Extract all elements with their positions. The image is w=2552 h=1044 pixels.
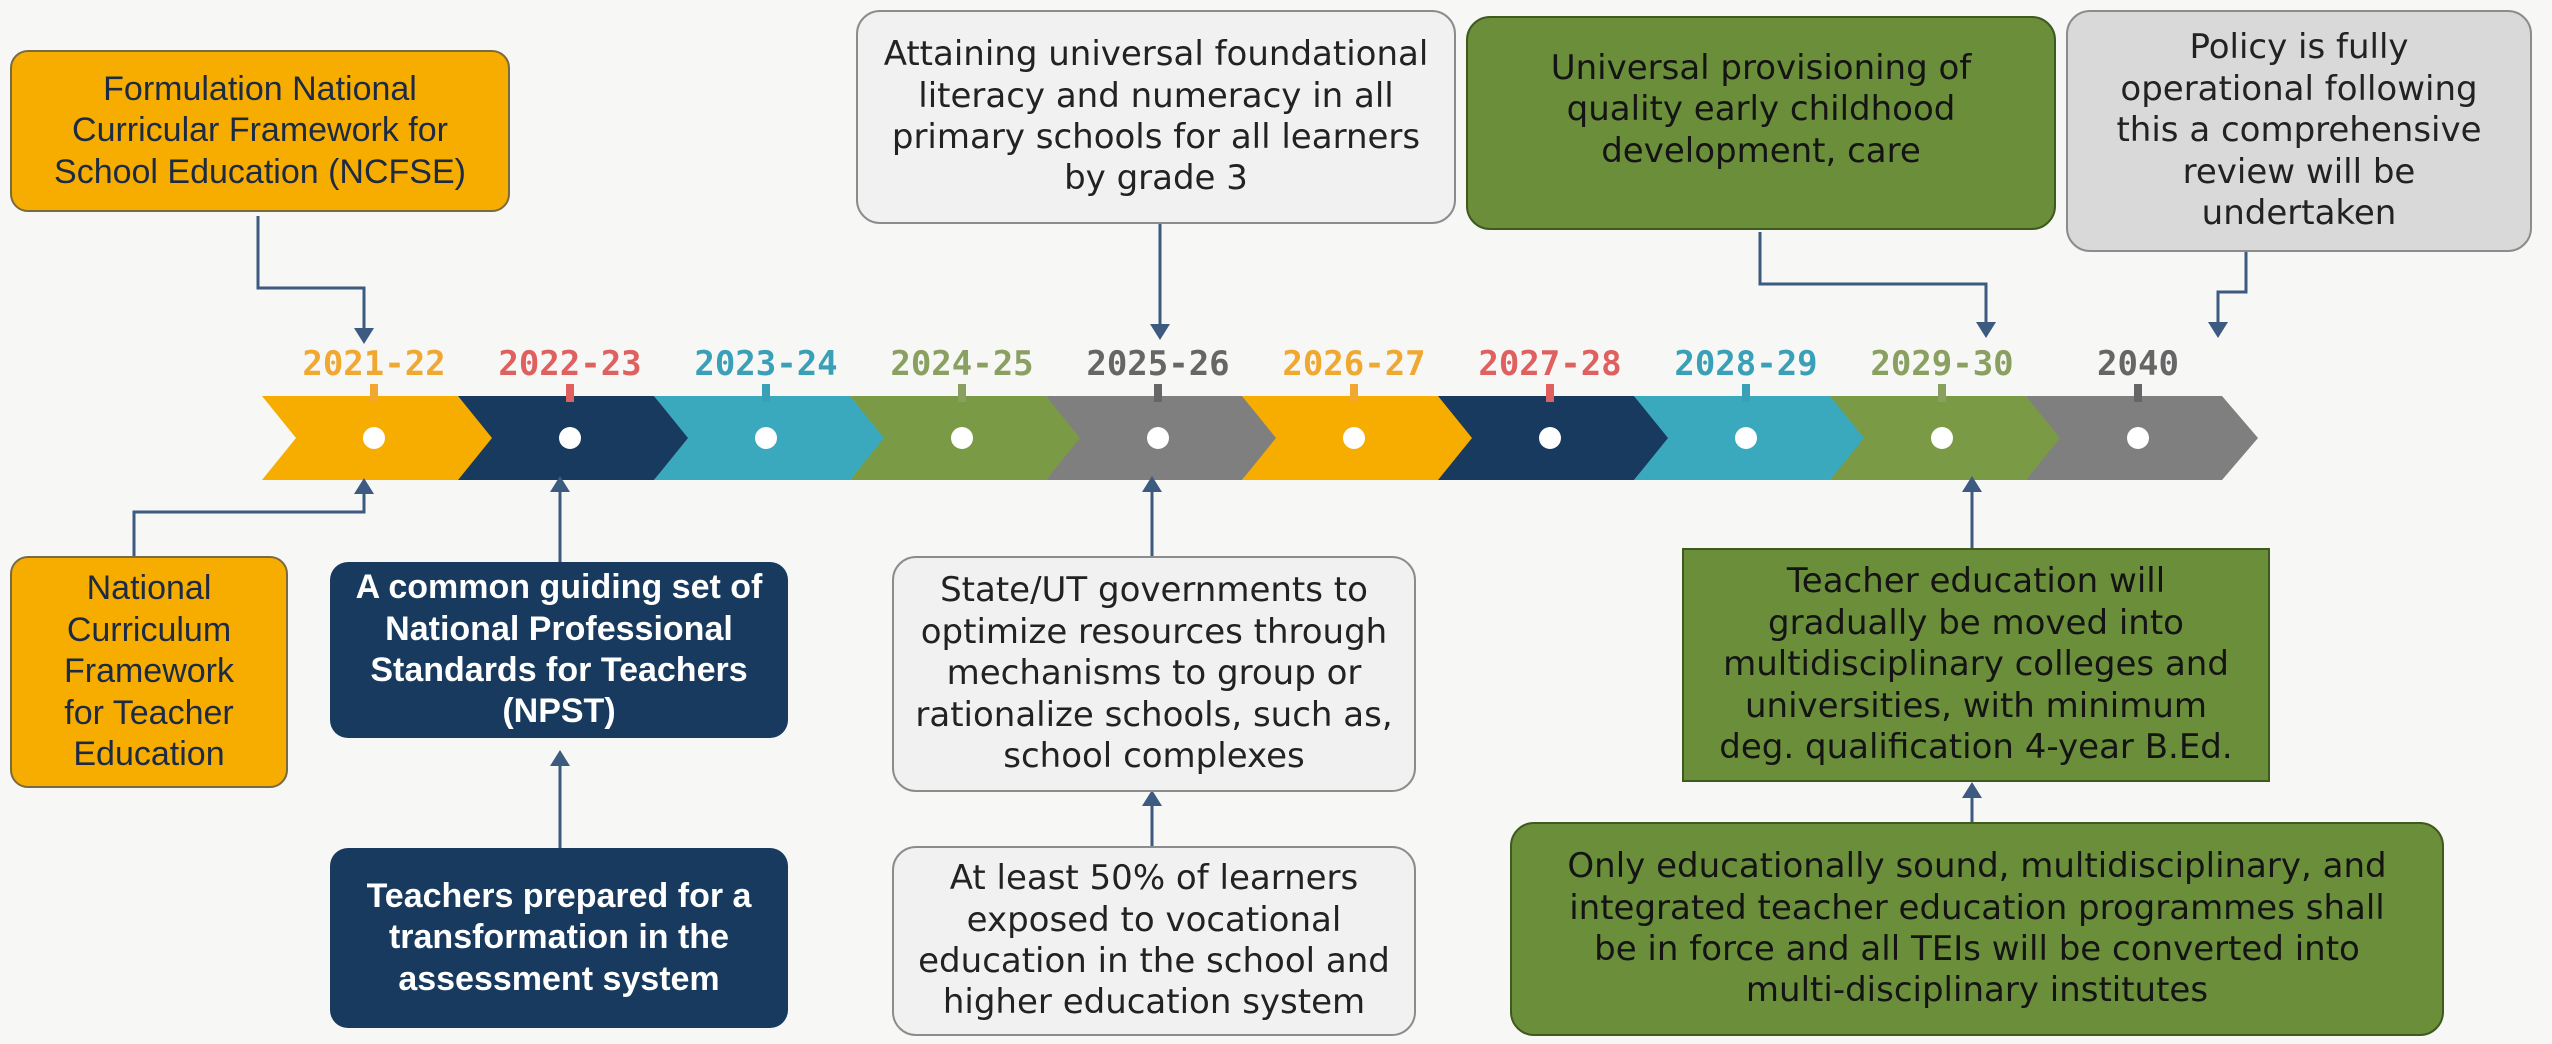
year-tick <box>1546 384 1554 402</box>
year-label: 2023-24 <box>694 344 838 384</box>
complexes-text: State/UT governments to optimize resourc… <box>915 570 1393 777</box>
year-label: 2040 <box>2097 344 2179 384</box>
year-tick <box>958 384 966 402</box>
connector-ecce <box>1758 232 1988 324</box>
ecce-text: Universal provisioning of quality early … <box>1550 48 1972 171</box>
arrowhead-assessment <box>550 750 570 766</box>
arrowhead-npst <box>550 476 570 492</box>
policy-text: Policy is fully operational following th… <box>2116 27 2482 234</box>
ncfse-text: Formulation National Curricular Framewor… <box>54 69 466 191</box>
ncfte-text: National Curriculum Framework for Teache… <box>63 569 235 774</box>
timeline-marker <box>559 427 581 449</box>
year-tick <box>1742 384 1750 402</box>
assessment-text: Teachers prepared for a transformation i… <box>366 876 752 998</box>
year-tick <box>1154 384 1162 402</box>
complexes-box: State/UT governments to optimize resourc… <box>892 556 1416 792</box>
arrowhead-tei <box>1962 782 1982 798</box>
ncfse-box: Formulation National Curricular Framewor… <box>10 50 510 212</box>
year-label: 2029-30 <box>1870 344 2014 384</box>
literacy-box: Attaining universal foundational literac… <box>856 10 1456 224</box>
timeline-marker <box>1931 427 1953 449</box>
year-tick <box>566 384 574 402</box>
arrowhead-policy <box>2208 322 2228 338</box>
policy-box: Policy is fully operational following th… <box>2066 10 2532 252</box>
year-label: 2027-28 <box>1478 344 1622 384</box>
arrowhead-teacher-ed <box>1962 476 1982 492</box>
timeline-marker <box>2127 427 2149 449</box>
year-tick <box>1938 384 1946 402</box>
tei-text: Only educationally sound, multidisciplin… <box>1567 846 2387 1011</box>
year-tick <box>370 384 378 402</box>
year-label: 2024-25 <box>890 344 1034 384</box>
vocational-box: At least 50% of learners exposed to voca… <box>892 846 1416 1036</box>
timeline-marker <box>1735 427 1757 449</box>
vocational-text: At least 50% of learners exposed to voca… <box>918 858 1390 1023</box>
timeline-marker <box>755 427 777 449</box>
timeline-marker <box>363 427 385 449</box>
teacher-ed-box: Teacher education will gradually be move… <box>1682 548 2270 782</box>
timeline-marker <box>1147 427 1169 449</box>
year-label: 2028-29 <box>1674 344 1818 384</box>
teacher-ed-text: Teacher education will gradually be move… <box>1719 561 2233 768</box>
year-tick <box>2134 384 2142 402</box>
literacy-text: Attaining universal foundational literac… <box>883 34 1429 199</box>
arrowhead-complexes <box>1142 476 1162 492</box>
arrowhead-ecce <box>1976 322 1996 338</box>
connector-ncfse <box>256 216 366 330</box>
year-tick <box>762 384 770 402</box>
connector-ncfte <box>132 492 366 556</box>
arrowhead-vocational <box>1142 790 1162 806</box>
npst-text: A common guiding set of National Profess… <box>355 568 763 731</box>
ncfte-box: National Curriculum Framework for Teache… <box>10 556 288 788</box>
year-label: 2021-22 <box>302 344 446 384</box>
arrowhead-ncfte <box>354 478 374 494</box>
timeline-marker <box>951 427 973 449</box>
assessment-box: Teachers prepared for a transformation i… <box>330 848 788 1028</box>
timeline-marker <box>1343 427 1365 449</box>
year-label: 2025-26 <box>1086 344 1230 384</box>
npst-box: A common guiding set of National Profess… <box>330 562 788 738</box>
arrowhead-literacy <box>1150 324 1170 340</box>
timeline-marker <box>1539 427 1561 449</box>
year-label: 2022-23 <box>498 344 642 384</box>
connector-policy <box>2216 252 2248 324</box>
year-tick <box>1350 384 1358 402</box>
year-label: 2026-27 <box>1282 344 1426 384</box>
tei-box: Only educationally sound, multidisciplin… <box>1510 822 2444 1036</box>
arrowhead-ncfse <box>354 328 374 344</box>
ecce-box: Universal provisioning of quality early … <box>1466 16 2056 230</box>
